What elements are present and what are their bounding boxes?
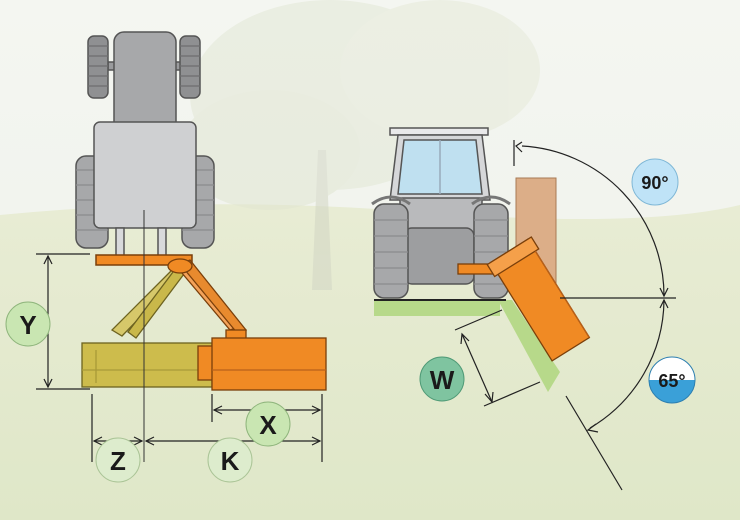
dimension-line-w [454,309,541,407]
mower-folded-position [81,267,213,388]
label-z: Z [110,446,126,476]
angle-lines [513,140,676,491]
badge-k: K [207,437,253,483]
label-w: W [430,365,455,395]
mower-extended-position [167,258,327,391]
badge-90: 90° [631,158,679,206]
tractor-top-view [75,31,215,266]
label-x: X [259,410,277,440]
label-angle-90: 90° [641,173,668,193]
badge-z: Z [95,437,141,483]
badge-w: W [419,356,465,402]
badge-65: 65° [648,356,696,404]
badge-y: Y [5,301,51,347]
ground-rear-view [374,299,560,392]
label-k: K [221,446,240,476]
badge-x: X [245,401,291,447]
mower-tilted [457,236,591,362]
label-angle-65: 65° [658,371,685,391]
label-y: Y [19,310,36,340]
